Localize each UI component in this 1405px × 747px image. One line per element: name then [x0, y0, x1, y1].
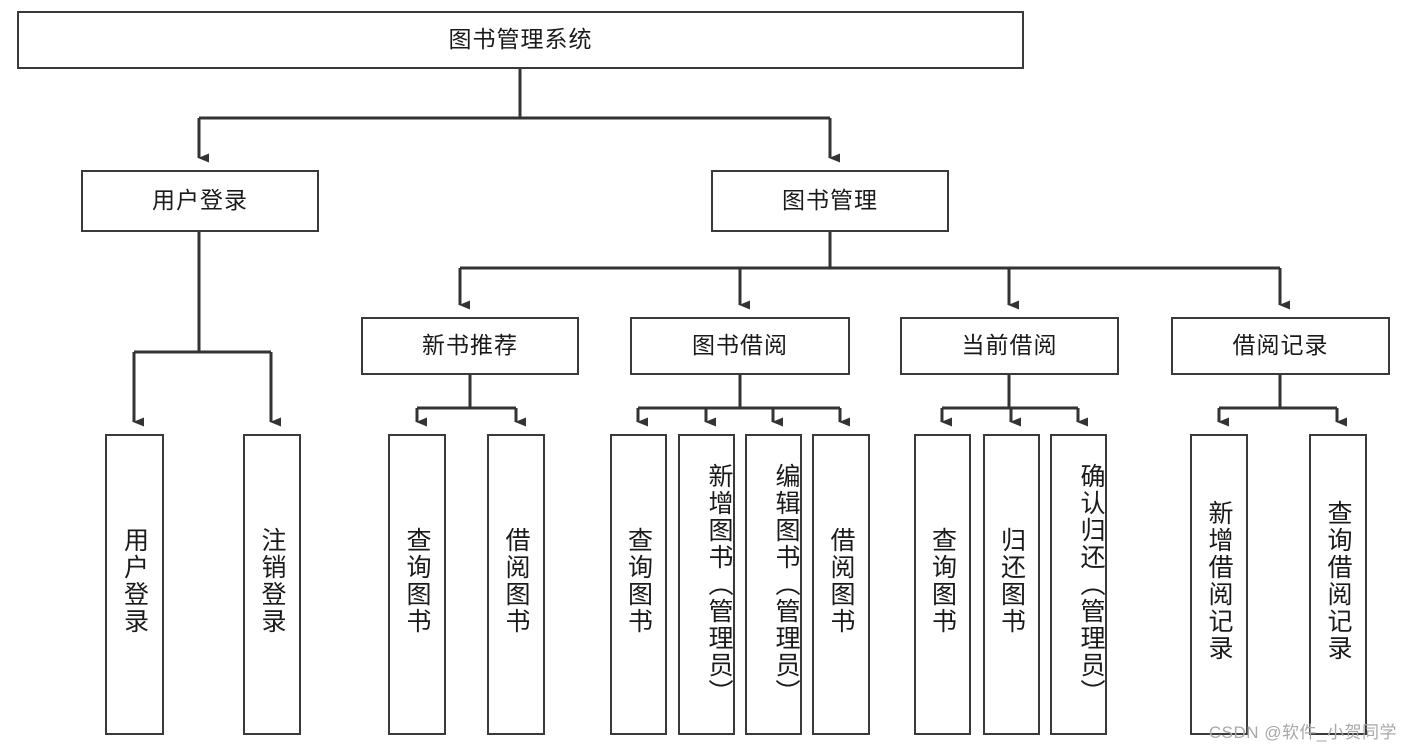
node-book-management[interactable]: 图书管理: [711, 170, 949, 232]
node-user-login[interactable]: 用户登录: [81, 170, 319, 232]
node-leaf-query-borrow-record[interactable]: 查询借阅记录: [1309, 434, 1367, 735]
node-leaf-borrow-book-recommend[interactable]: 借阅图书: [487, 434, 545, 735]
node-leaf-logout[interactable]: 注销登录: [243, 434, 301, 735]
node-leaf-add-book-admin[interactable]: 新增图书（管理员）: [678, 434, 735, 735]
node-leaf-query-book-recommend[interactable]: 查询图书: [388, 434, 446, 735]
node-leaf-add-borrow-record[interactable]: 新增借阅记录: [1190, 434, 1248, 735]
node-book-borrow[interactable]: 图书借阅: [630, 317, 850, 375]
csdn-watermark: CSDN @软件_小贺同学: [1208, 723, 1397, 742]
node-leaf-return-book[interactable]: 归还图书: [983, 434, 1040, 735]
node-leaf-query-book-borrow[interactable]: 查询图书: [610, 434, 667, 735]
node-root-system[interactable]: 图书管理系统: [17, 11, 1024, 69]
node-leaf-borrow-book[interactable]: 借阅图书: [812, 434, 870, 735]
node-borrow-record[interactable]: 借阅记录: [1171, 317, 1390, 375]
node-current-borrow[interactable]: 当前借阅: [900, 317, 1119, 375]
node-leaf-confirm-return-admin[interactable]: 确认归还（管理员）: [1050, 434, 1107, 735]
node-new-book-recommend[interactable]: 新书推荐: [361, 317, 579, 375]
node-leaf-query-book-current[interactable]: 查询图书: [914, 434, 971, 735]
node-leaf-edit-book-admin[interactable]: 编辑图书（管理员）: [745, 434, 802, 735]
node-leaf-user-login[interactable]: 用户登录: [105, 434, 164, 735]
